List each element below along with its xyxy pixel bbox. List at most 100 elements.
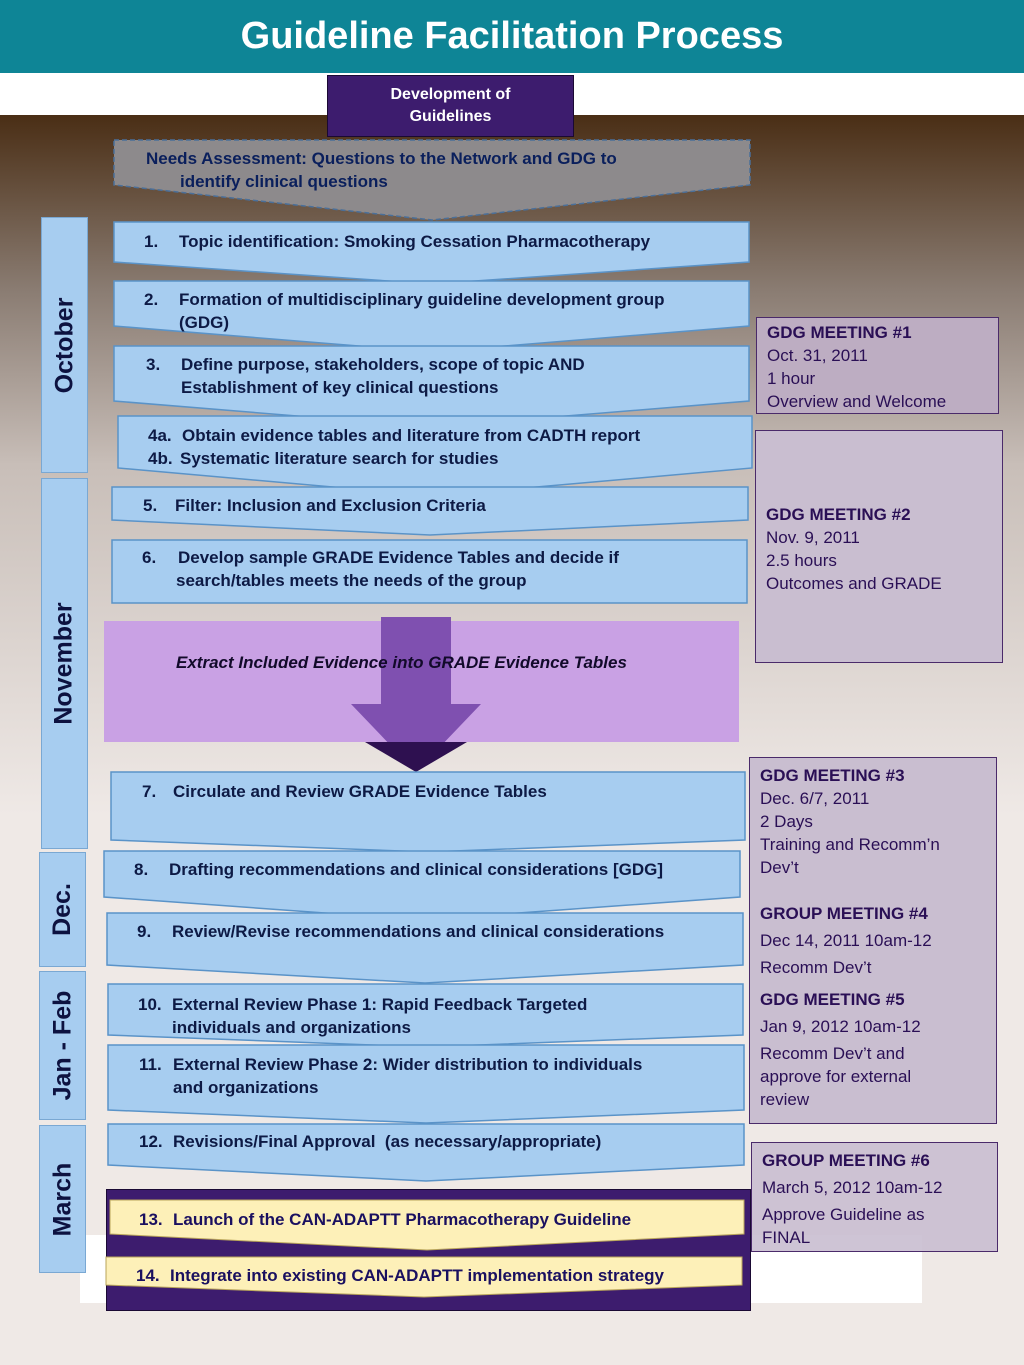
meeting-detail: Training and Recomm’n	[760, 835, 940, 854]
step-10-shape	[107, 983, 744, 1048]
meeting-detail: Dec. 6/7, 2011	[760, 789, 870, 808]
meeting-detail: Recomm Dev’t and	[760, 1044, 905, 1063]
step-number: 7.	[142, 782, 157, 801]
meeting-detail: 2 Days	[760, 812, 813, 831]
meeting-title: GDG MEETING #3	[760, 766, 905, 785]
meeting-6-box: GROUP MEETING #6 March 5, 2012 10am-12 A…	[751, 1142, 998, 1252]
step-label: Review/Revise recommendations and clinic…	[172, 922, 665, 941]
step-label: Circulate and Review GRADE Evidence Tabl…	[173, 782, 547, 801]
step-label-cont: (GDG)	[179, 313, 230, 332]
meeting-title: GDG MEETING #2	[766, 505, 911, 524]
meeting-detail: March 5, 2012 10am-12	[762, 1178, 943, 1197]
step-13: 13. Launch of the CAN-ADAPTT Pharmacother…	[139, 1208, 631, 1231]
step-label-cont: search/tables meets the needs of the gro…	[176, 571, 527, 590]
step-8: 8. Drafting recommendations and clinical …	[134, 858, 663, 881]
needs-line-1: Needs Assessment: Questions to the Netwo…	[146, 149, 617, 168]
step-4: 4a.Obtain evidence tables and literature…	[148, 424, 640, 470]
step-9-shape	[106, 912, 744, 984]
step-2: 2. Formation of multidisciplinary guideli…	[144, 288, 664, 334]
step-3-shape	[113, 345, 750, 428]
step-label: External Review Phase 2: Wider distribut…	[173, 1055, 643, 1074]
meeting-detail: review	[760, 1090, 810, 1109]
step-5: 5. Filter: Inclusion and Exclusion Criter…	[143, 494, 486, 517]
down-arrow-tip	[365, 742, 467, 772]
month-october: October	[41, 217, 88, 473]
step-label: Systematic literature search for studies	[180, 449, 499, 468]
step-label: Integrate into existing CAN-ADAPTT imple…	[170, 1266, 664, 1285]
step-number: 12.	[139, 1132, 163, 1151]
step-label: Drafting recommendations and clinical co…	[169, 860, 664, 879]
step-label: Topic identification: Smoking Cessation …	[179, 232, 651, 251]
step-number: 9.	[137, 922, 152, 941]
meeting-detail: 1 hour	[767, 369, 816, 388]
needs-assessment-shape	[113, 139, 751, 221]
step-1: 1. Topic identification: Smoking Cessatio…	[144, 230, 650, 253]
step-8-shape	[103, 850, 741, 921]
step-label-cont: Establishment of key clinical questions	[181, 378, 499, 397]
meeting-title: GDG MEETING #1	[767, 323, 912, 342]
step-14: 14. Integrate into existing CAN-ADAPTT im…	[136, 1264, 664, 1287]
step-7-shape	[110, 771, 746, 853]
step-7: 7. Circulate and Review GRADE Evidence Ta…	[142, 780, 547, 803]
meeting-2-box: GDG MEETING #2 Nov. 9, 2011 2.5 hours Ou…	[755, 430, 1003, 663]
step-number: 10.	[138, 995, 162, 1014]
needs-assessment-text: Needs Assessment: Questions to the Netwo…	[146, 147, 617, 193]
meeting-detail: FINAL	[762, 1228, 811, 1247]
step-6: 6.Develop sample GRADE Evidence Tables a…	[142, 546, 619, 592]
month-dec: Dec.	[39, 852, 86, 967]
meeting-title: GROUP MEETING #4	[760, 904, 928, 923]
page-title: Guideline Facilitation Process	[0, 0, 1024, 73]
step-10: 10. External Review Phase 1: Rapid Feedba…	[138, 993, 587, 1039]
month-march: March	[39, 1125, 86, 1273]
step-number: 5.	[143, 496, 158, 515]
step-label: Filter: Inclusion and Exclusion Criteria	[175, 496, 486, 515]
step-14-shape	[105, 1256, 743, 1298]
month-november: November	[41, 478, 88, 849]
step-label: Obtain evidence tables and literature fr…	[182, 426, 641, 445]
meeting-1-box: GDG MEETING #1 Oct. 31, 2011 1 hour Over…	[756, 317, 999, 414]
step-number: 1.	[144, 232, 159, 251]
step-13-shape	[109, 1199, 745, 1251]
meeting-detail: Oct. 31, 2011	[767, 346, 868, 365]
meeting-detail: Dec 14, 2011 10am-12	[760, 931, 932, 950]
step-number: 4b.	[148, 449, 173, 468]
step-number: 14.	[136, 1266, 160, 1285]
step-12: 12. Revisions/Final Approval (as necessar…	[139, 1130, 601, 1153]
step-number: 13.	[139, 1210, 163, 1229]
extract-label: Extract Included Evidence into GRADE Evi…	[176, 653, 627, 672]
meeting-detail: 2.5 hours	[766, 551, 837, 570]
step-label-cont: individuals and organizations	[172, 1018, 411, 1037]
meeting-detail: Recomm Dev’t	[760, 958, 872, 977]
step-12-shape	[107, 1123, 745, 1182]
needs-line-2: identify clinical questions	[180, 172, 388, 191]
meeting-detail: Dev’t	[760, 858, 799, 877]
step-2-shape	[113, 280, 750, 353]
meeting-title: GDG MEETING #5	[760, 990, 905, 1009]
month-jan-feb: Jan - Feb	[39, 971, 86, 1120]
step-11: 11. External Review Phase 2: Wider distri…	[139, 1053, 642, 1099]
meetings-3-5-box: GDG MEETING #3 Dec. 6/7, 2011 2 Days Tra…	[749, 757, 997, 1124]
step-4-shape	[117, 415, 753, 497]
meeting-detail: Approve Guideline as	[762, 1205, 925, 1224]
step-label: Revisions/Final Approval (as necessary/a…	[173, 1132, 602, 1151]
step-label: External Review Phase 1: Rapid Feedback …	[172, 995, 588, 1014]
meeting-detail: Jan 9, 2012 10am-12	[760, 1017, 921, 1036]
step-11-shape	[107, 1044, 745, 1124]
down-arrow	[351, 617, 481, 772]
step-label: Launch of the CAN-ADAPTT Pharmacotherapy…	[173, 1210, 632, 1229]
meeting-detail: Overview and Welcome	[767, 392, 947, 411]
development-label: Development of Guidelines	[390, 86, 511, 125]
step-6-shape	[111, 539, 748, 604]
step-number: 8.	[134, 860, 149, 879]
step-number: 11.	[139, 1055, 162, 1074]
step-9: 9. Review/Revise recommendations and clin…	[137, 920, 664, 943]
step-label-cont: and organizations	[173, 1078, 319, 1097]
step-5-shape	[111, 486, 749, 536]
meeting-detail: approve for external	[760, 1067, 912, 1086]
step-label: Define purpose, stakeholders, scope of t…	[181, 355, 585, 374]
step-number: 6.	[142, 548, 157, 567]
step-number: 2.	[144, 290, 159, 309]
step-number: 3.	[146, 355, 161, 374]
step-label: Formation of multidisciplinary guideline…	[179, 290, 665, 309]
